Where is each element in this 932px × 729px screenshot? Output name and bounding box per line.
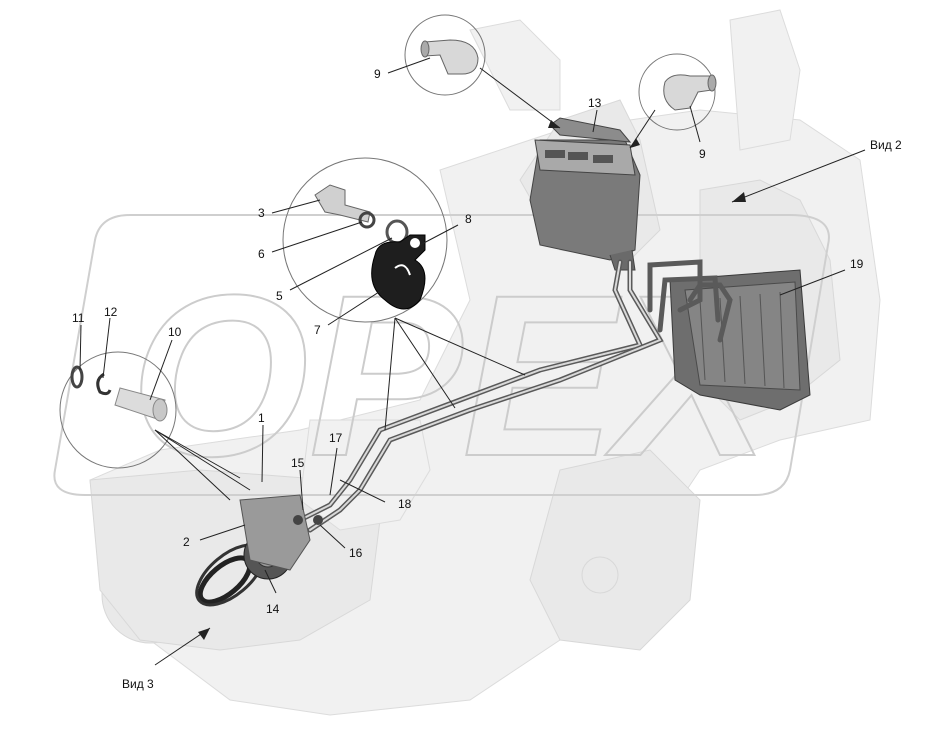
compressor [195, 494, 323, 607]
callout-11: 11 [72, 311, 85, 325]
callout-8: 8 [465, 212, 472, 226]
detail-circle-9-right [638, 53, 716, 131]
callout-16: 16 [349, 546, 363, 560]
condenser [669, 269, 811, 411]
callout-3: 3 [258, 206, 265, 220]
callout-labels: 9 9 13 3 6 5 7 8 11 12 10 1 2 14 15 17 1… [72, 67, 902, 691]
callout-13: 13 [588, 96, 602, 110]
callout-1: 1 [258, 411, 265, 425]
callout-17: 17 [329, 431, 343, 445]
callout-12: 12 [104, 305, 118, 319]
callout-18: 18 [398, 497, 412, 511]
detail-circle-9-left [404, 14, 486, 96]
callout-15: 15 [291, 456, 305, 470]
callout-2: 2 [183, 535, 190, 549]
callout-5: 5 [276, 289, 283, 303]
detail-circles [59, 14, 716, 469]
heater-unit [529, 117, 641, 271]
callout-14: 14 [266, 602, 280, 616]
callout-9-right: 9 [699, 147, 706, 161]
refrigerant-lines [297, 259, 733, 533]
detail-circle-10-12 [59, 351, 177, 469]
view-3-label: Вид 3 [122, 677, 154, 691]
callout-9-left: 9 [374, 67, 381, 81]
callout-7: 7 [314, 323, 321, 337]
callout-10: 10 [168, 325, 182, 339]
callout-19: 19 [850, 257, 864, 271]
callout-6: 6 [258, 247, 265, 261]
view-2-label: Вид 2 [870, 138, 902, 152]
detail-circle-3-8 [282, 157, 448, 323]
arrow-heads [198, 120, 746, 640]
